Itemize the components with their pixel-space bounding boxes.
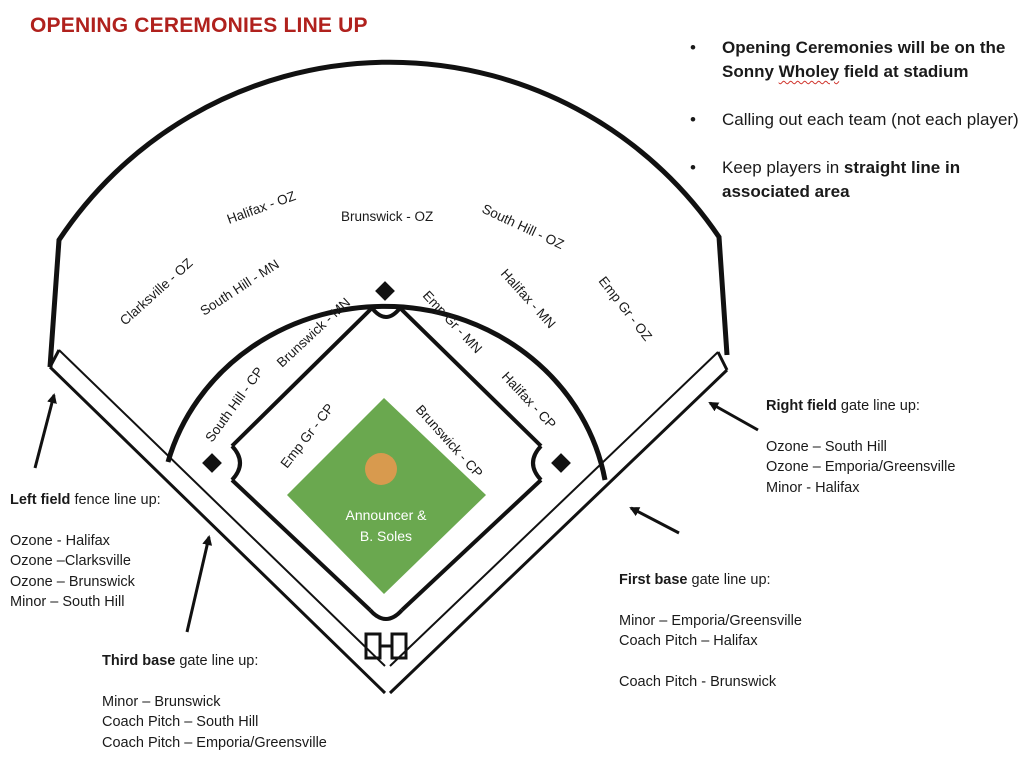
right-field-lineup: Right field gate line up: Ozone – South …: [766, 396, 955, 498]
arrow-third-base: [185, 535, 213, 633]
lineup-line: Ozone - Halifax: [10, 532, 110, 549]
label-south-hill-oz: South Hill - OZ: [480, 201, 567, 252]
note-text: Keep players in: [722, 158, 844, 177]
announcer-line-1: Announcer &: [346, 507, 428, 523]
left-foul-line-outer: [48, 365, 387, 695]
note-text: straight line in associated area: [722, 158, 961, 201]
outfield-fence: [47, 59, 730, 368]
first-base-lineup: First base gate line up: Minor – Emporia…: [619, 570, 802, 693]
label-south-hill-mn: South Hill - MN: [197, 256, 281, 318]
base-path-right-outer: [398, 306, 543, 448]
home-plate-cutout: [368, 608, 404, 621]
first-base-heading: First base gate line up:: [619, 572, 771, 588]
first-base-icon: [551, 453, 571, 473]
lineup-line: Minor – South Hill: [10, 594, 125, 610]
page-title: OPENING CEREMONIES LINE UP: [30, 14, 368, 37]
label-brunswick-mn: Brunswick - MN: [274, 295, 353, 370]
third-base-lineup: Third base gate line up: Minor – Brunswi…: [102, 651, 327, 753]
left-field-heading: Left field fence line up:: [10, 492, 161, 508]
arrow-left-field: [33, 393, 57, 469]
note-item: •Opening Ceremonies will be on the Sonny…: [690, 38, 1006, 81]
lineup-line: Coach Pitch – South Hill: [102, 714, 259, 730]
label-halifax-mn: Halifax - MN: [498, 266, 559, 331]
third-base-icon: [202, 453, 222, 473]
note-text: Opening Ceremonies will be on the Sonny: [722, 38, 1006, 81]
lineup-gap: [619, 652, 802, 673]
base-path-right-lower: [400, 478, 543, 612]
lineup-line: Coach Pitch - Brunswick: [619, 674, 777, 690]
lineup-line: Minor – Emporia/Greensville: [619, 612, 802, 629]
base-path-left-outer: [230, 306, 374, 448]
lineup-line: Ozone – Brunswick: [10, 573, 135, 590]
right-field-heading: Right field gate line up:: [766, 398, 920, 414]
lineup-line: Coach Pitch – Emporia/Greensville: [102, 734, 327, 751]
left-end-cap: [48, 349, 61, 368]
lineup-line: Coach Pitch – Halifax: [619, 633, 758, 649]
second-base-cutout: [370, 306, 402, 319]
right-end-cap: [716, 351, 729, 371]
second-base-icon: [375, 281, 395, 301]
label-emp-gr-oz: Emp Gr - OZ: [596, 274, 655, 344]
label-clarksville-oz: Clarksville - OZ: [117, 255, 196, 328]
note-text: Calling out each team (not each player): [722, 110, 1019, 129]
third-base-cutout: [230, 444, 242, 482]
lineup-line: Minor - Halifax: [766, 479, 860, 496]
right-foul-line-inner: [389, 351, 719, 667]
right-foul-line-outer: [388, 368, 729, 695]
label-south-hill-cp: South Hill - CP: [202, 364, 266, 444]
lineup-line: Ozone –Clarksville: [10, 553, 131, 569]
lineup-line: Ozone – South Hill: [766, 438, 887, 455]
left-foul-line-inner: [58, 349, 386, 667]
infield-diamond: [287, 398, 486, 594]
note-item: •Keep players in straight line in associ…: [690, 158, 961, 201]
lineup-line: Ozone – Emporia/Greensville: [766, 459, 956, 475]
announcer-line-2: B. Soles: [360, 528, 412, 544]
label-halifax-oz: Halifax - OZ: [225, 188, 298, 227]
label-brunswick-oz: Brunswick - OZ: [341, 209, 433, 224]
pitchers-mound: [365, 453, 397, 485]
note-item: •Calling out each team (not each player): [690, 110, 1019, 129]
third-base-heading: Third base gate line up:: [102, 653, 259, 669]
arrow-right-field: [708, 401, 759, 432]
left-field-lineup: Left field fence line up: Ozone - Halifa…: [10, 490, 161, 613]
lineup-line: Minor – Brunswick: [102, 693, 221, 710]
notes-list: •Opening Ceremonies will be on the Sonny…: [690, 36, 1020, 228]
first-base-cutout: [531, 444, 543, 482]
note-text: Wholey: [778, 62, 840, 81]
note-text: field at stadium: [839, 62, 969, 81]
arrow-first-base: [629, 506, 680, 535]
batters-box-icon: [364, 632, 408, 660]
base-path-left-lower: [230, 478, 372, 612]
infield-arc: [165, 303, 608, 481]
